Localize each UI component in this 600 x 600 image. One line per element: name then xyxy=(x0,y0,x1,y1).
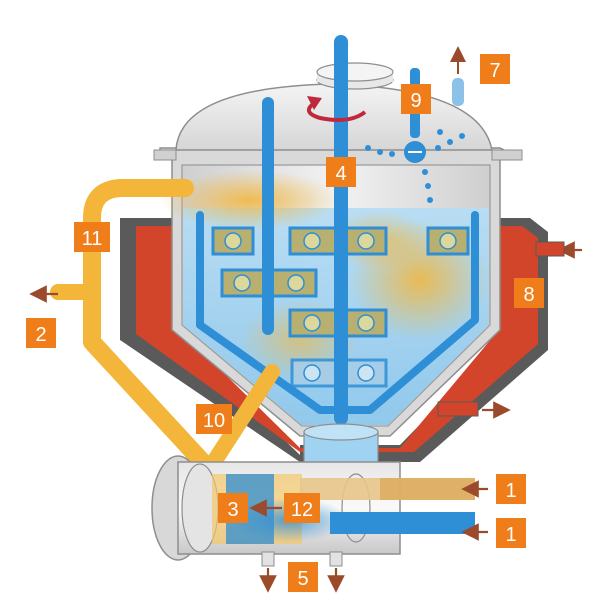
label-8: 8 xyxy=(514,278,544,308)
svg-text:10: 10 xyxy=(203,410,225,432)
label-9: 9 xyxy=(401,84,431,114)
vent-pipe xyxy=(450,46,466,106)
flow-arrows xyxy=(29,241,582,593)
svg-text:2: 2 xyxy=(35,324,46,346)
rotation-arrow-icon xyxy=(307,96,367,122)
label-11: 11 xyxy=(74,222,110,252)
svg-text:5: 5 xyxy=(297,568,308,590)
svg-text:7: 7 xyxy=(489,60,500,82)
label-2: 2 xyxy=(26,318,56,348)
label-1-bottom: 1 xyxy=(496,518,526,548)
dip-tube-left xyxy=(262,97,274,335)
svg-text:8: 8 xyxy=(523,284,534,306)
svg-text:11: 11 xyxy=(82,228,103,250)
label-10: 10 xyxy=(196,404,232,434)
svg-text:1: 1 xyxy=(505,480,516,502)
agitator-shaft xyxy=(334,35,348,425)
label-4: 5 xyxy=(288,562,318,592)
vapor-return-pipe xyxy=(50,179,280,479)
jacket-nozzles xyxy=(437,241,565,417)
svg-text:1: 1 xyxy=(505,524,516,546)
label-1-top: 1 xyxy=(496,474,526,504)
svg-text:4: 4 xyxy=(335,163,346,185)
svg-text:12: 12 xyxy=(291,499,313,521)
label-12: 12 xyxy=(284,493,320,523)
svg-text:9: 9 xyxy=(410,90,421,112)
label-3: 3 xyxy=(218,493,248,523)
label-5: 4 xyxy=(326,157,356,187)
svg-text:3: 3 xyxy=(227,499,238,521)
heating-jacket xyxy=(120,218,548,462)
label-7: 7 xyxy=(480,54,510,84)
